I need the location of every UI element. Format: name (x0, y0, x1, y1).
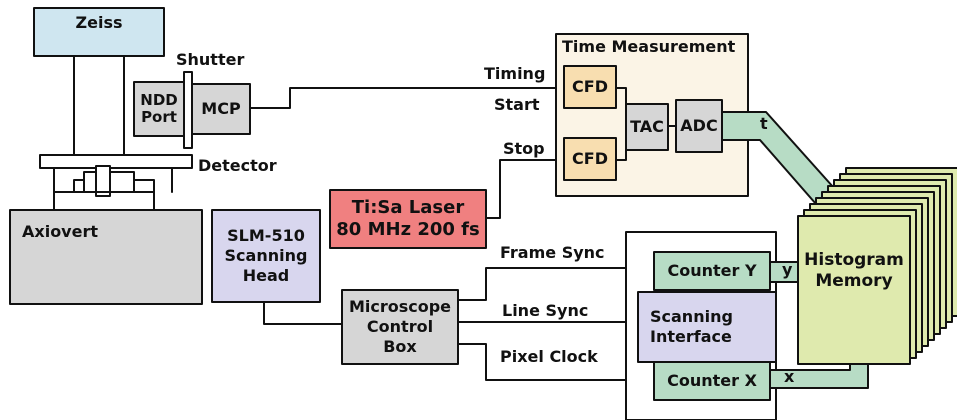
ndd-port-label: NDD Port (134, 82, 184, 136)
scanning-head-line-2: Scanning (224, 246, 308, 265)
tac-text: TAC (630, 117, 664, 136)
t-label: t (760, 114, 768, 133)
counter-x-box (653, 361, 771, 401)
counter-y-box (653, 251, 771, 291)
pixel-clock-wire (457, 343, 655, 381)
mcp-label: MCP (192, 84, 250, 134)
objective-lens (95, 165, 111, 197)
cfd-top-text: CFD (572, 77, 608, 96)
zeiss-box (33, 7, 165, 57)
scanning-interface-line-2: Interface (650, 327, 732, 346)
cfd-top-label: CFD (564, 66, 616, 108)
ndd-port-line-1: NDD (140, 90, 178, 109)
scanning-head-box (211, 209, 321, 303)
scanning-interface-label: Scanning Interface (650, 292, 770, 362)
scanning-interface-box (637, 291, 777, 363)
cfd-bottom-box (563, 137, 617, 181)
control-box (341, 289, 459, 365)
scanning-interface-line-1: Scanning (650, 307, 733, 326)
axiovert-label: Axiovert (22, 222, 142, 246)
scanning-head-line-3: Head (242, 266, 290, 285)
frame-sync-wire (457, 267, 655, 301)
timing-label: Timing (484, 64, 546, 83)
frame-sync-label: Frame Sync (500, 243, 605, 262)
counter-y-text: Counter Y (667, 261, 757, 280)
laser-line-2: 80 MHz 200 fs (336, 219, 480, 240)
cfd-bottom-text: CFD (572, 149, 608, 168)
cfd-top-to-tac-wire (615, 87, 627, 109)
control-box-line-3: Box (383, 337, 417, 356)
histogram-memory-label: Histogram Memory (798, 240, 910, 302)
shutter-plate (183, 71, 193, 149)
shutter-label: Shutter (176, 50, 245, 69)
microscope-stage (39, 154, 193, 169)
control-box-label: Microscope Control Box (342, 290, 458, 364)
adc-text: ADC (680, 116, 718, 135)
counter-y-label: Counter Y (654, 252, 770, 290)
time-measurement-title: Time Measurement (562, 37, 736, 56)
laser-label: Ti:Sa Laser 80 MHz 200 fs (330, 190, 486, 248)
histogram-memory-line-1: Histogram (804, 249, 904, 270)
control-box-line-1: Microscope (348, 297, 452, 316)
histogram-memory-line-2: Memory (815, 271, 893, 291)
detector-label: Detector (198, 156, 277, 175)
start-label: Start (494, 95, 540, 114)
y-label: y (782, 260, 793, 279)
line-sync-label: Line Sync (502, 301, 589, 320)
x-label: x (784, 367, 795, 386)
tac-label: TAC (626, 104, 668, 150)
counter-x-text: Counter X (667, 371, 757, 390)
scanning-head-line-1: SLM-510 (227, 226, 305, 245)
ndd-port-line-2: Port (141, 108, 177, 126)
stop-label: Stop (503, 139, 545, 158)
pixel-clock-label: Pixel Clock (500, 347, 598, 366)
counter-x-label: Counter X (654, 362, 770, 400)
head-to-control-wire (263, 301, 343, 325)
cfd-bottom-label: CFD (564, 138, 616, 180)
mcp-text: MCP (201, 99, 241, 118)
control-box-line-2: Control (366, 317, 434, 336)
adc-label: ADC (676, 100, 722, 152)
zeiss-text: Zeiss (75, 13, 123, 32)
stop-wire (485, 159, 565, 219)
timing-wire (249, 87, 565, 109)
histogram-memory-stack (797, 167, 957, 365)
axiovert-box (9, 209, 203, 305)
laser-line-1: Ti:Sa Laser (351, 196, 465, 218)
zeiss-label: Zeiss (34, 8, 164, 38)
tac-box (625, 103, 669, 151)
mcp-box (191, 83, 251, 135)
adc-box (675, 99, 723, 153)
scanning-head-label: SLM-510 Scanning Head (212, 210, 320, 302)
axiovert-text: Axiovert (22, 222, 98, 241)
